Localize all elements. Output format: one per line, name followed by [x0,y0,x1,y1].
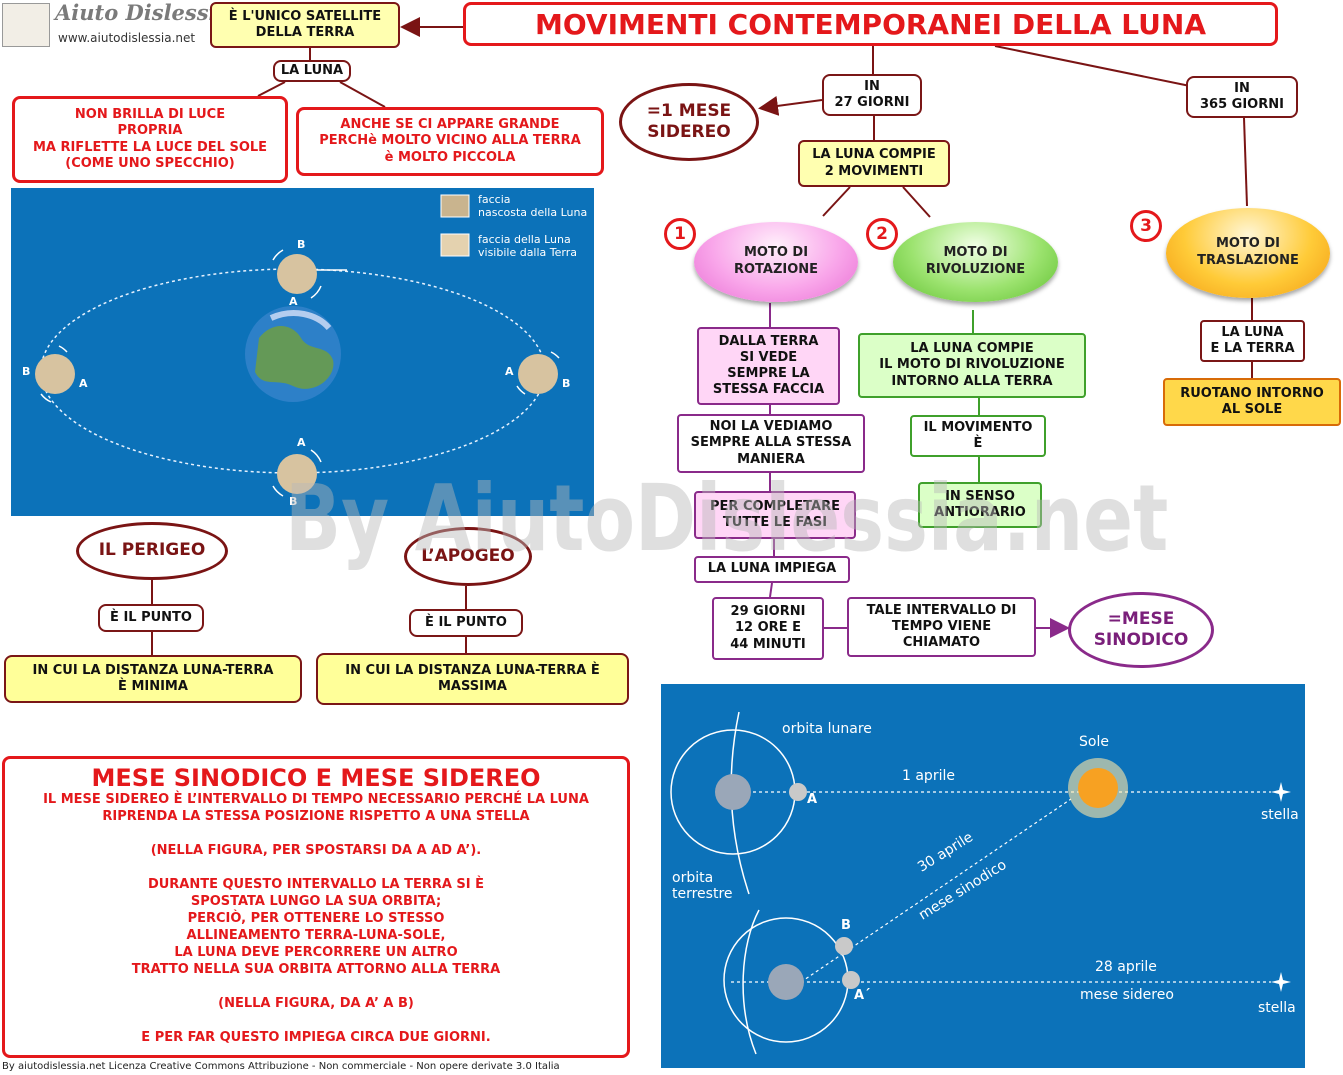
mese-box: MESE SINODICO E MESE SIDEREO IL MESE SID… [2,756,630,1058]
moon-orbit-drawing [35,194,560,497]
sun-label: Sole [1079,734,1109,750]
number-2-badge: 2 [866,218,898,250]
perigeo-desc: IN CUI LA DISTANZA LUNA-TERRA È MINIMA [4,655,302,703]
same-face-box: DALLA TERRA SI VEDE SEMPRE LA STESSA FAC… [697,327,840,405]
page-title: MOVIMENTI CONTEMPORANEI DELLA LUNA [463,2,1278,46]
satellite-box: È L'UNICO SATELLITE DELLA TERRA [210,2,400,48]
small-box: ANCHE SE CI APPARE GRANDE PERCHè MOLTO V… [296,107,604,176]
legend-hidden-face: faccia nascosta della Luna [478,193,588,220]
mese-box-text: IL MESE SIDEREO È L’INTERVALLO DI TEMPO … [43,792,589,1046]
logo-name: Aiuto Dislessia [55,0,231,25]
apogeo-oval: L’APOGEO [404,527,532,586]
label-b-bottom: B [289,495,298,508]
license-footer: By aiutodislessia.net Licenza Creative C… [2,1061,560,1072]
sidereal-month-label: mese sidereo [1080,987,1174,1003]
interval-called-box: TALE INTERVALLO DI TEMPO VIENE CHIAMATO [847,597,1036,657]
star-label-1: stella [1261,807,1299,823]
mese-sinodico-oval: =MESE SINODICO [1068,592,1214,668]
logo: Aiuto Dislessia www.aiutodislessia.net [0,0,230,50]
revolution-around-earth-box: LA LUNA COMPIE IL MOTO DI RIVOLUZIONE IN… [858,333,1086,398]
lunar-orbit-label: orbita lunare [782,721,872,737]
label-a-top: A [289,295,298,308]
counterclockwise-box: IN SENSO ANTIORARIO [918,482,1042,528]
month-drawing [670,711,1291,1055]
label-b-top: B [297,238,306,251]
rotate-around-sun-box: RUOTANO INTORNO AL SOLE [1163,378,1341,426]
perigeo-point: È IL PUNTO [98,604,204,632]
month-figure: orbita lunare Sole 1 aprile stella A orb… [661,684,1305,1068]
translation-blob: MOTO DI TRASLAZIONE [1166,208,1330,298]
complete-phases-box: PER COMPLETARE TUTTE LE FASI [694,491,856,539]
label-a-bottom: A [297,436,306,449]
label-a2-moon: A´ [854,988,871,1003]
logo-book-icon [2,3,50,47]
same-way-box: NOI LA VEDIAMO SEMPRE ALLA STESSA MANIER… [677,414,865,473]
apogeo-point: È IL PUNTO [409,609,523,637]
perigeo-oval: IL PERIGEO [76,522,228,580]
label-a-left: A [79,377,88,390]
legend-visible-face: faccia della Luna visibile dalla Terra [478,233,577,260]
rotation-blob: MOTO DI ROTAZIONE [694,222,858,302]
label-b-left: B [22,365,31,378]
mese-sidereo-oval: =1 MESE SIDEREO [619,83,759,161]
la-luna-label: LA LUNA [273,60,351,82]
revolution-blob: MOTO DI RIVOLUZIONE [893,222,1058,302]
number-3-badge: 3 [1130,210,1162,242]
number-1-badge: 1 [664,218,696,250]
no-light-box: NON BRILLA DI LUCE PROPRIA MA RIFLETTE L… [12,96,288,183]
label-b-moon: B [841,918,851,933]
in-365-giorni: IN 365 GIORNI [1186,76,1298,118]
label-a-top-moon: A [807,792,818,807]
in-27-giorni: IN 27 GIORNI [822,74,922,116]
two-movements-box: LA LUNA COMPIE 2 MOVIMENTI [798,140,950,187]
april-28-label: 28 aprile [1095,959,1157,975]
logo-url: www.aiutodislessia.net [58,31,196,45]
april-1-label: 1 aprile [902,768,955,784]
star-label-2: stella [1258,1000,1296,1016]
label-a-right: A [505,365,514,378]
earth-orbit-label: orbita terrestre [672,870,733,903]
moon-orbit-figure: faccia nascosta della Luna faccia della … [11,188,594,516]
mese-box-title: MESE SINODICO E MESE SIDEREO [91,764,541,792]
label-b-right: B [562,377,571,390]
moon-takes-box: LA LUNA IMPIEGA [694,556,850,583]
days-29-box: 29 GIORNI 12 ORE E 44 MINUTI [712,597,824,660]
apogeo-desc: IN CUI LA DISTANZA LUNA-TERRA È MASSIMA [316,653,629,705]
movement-is-box: IL MOVIMENTO È [910,415,1046,457]
moon-and-earth-box: LA LUNA E LA TERRA [1200,320,1305,362]
